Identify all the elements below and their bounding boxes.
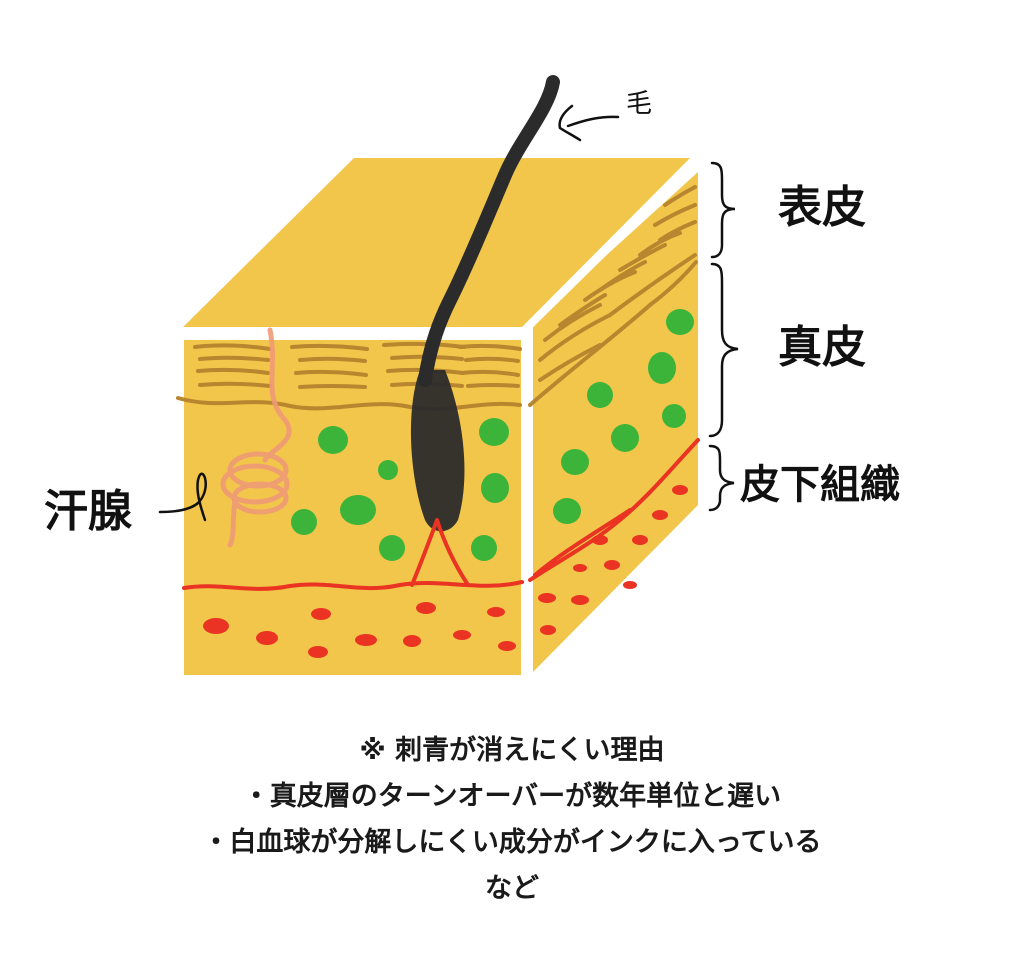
layer-brackets — [708, 161, 739, 512]
notes-item-2: ・白血球が分解しにくい成分がインクに入っている — [202, 827, 822, 858]
epidermis-fibers-side — [528, 185, 698, 407]
label-subcutaneous: 皮下組織 — [740, 462, 900, 508]
label-epidermis: 表皮 — [778, 182, 866, 233]
label-hair: 毛 — [626, 89, 652, 119]
sweat-gland-pointer — [158, 472, 207, 522]
subcutaneous-fat-dots — [203, 485, 688, 658]
cube-top-face — [183, 158, 690, 327]
sweat-gland — [220, 327, 292, 548]
dermis-cells — [291, 309, 694, 561]
notes-footer: など — [485, 873, 539, 904]
blood-vessel-lines — [182, 438, 700, 591]
hair — [410, 75, 560, 587]
notes-title: ※ 刺青が消えにくい理由 — [359, 735, 665, 766]
label-sweat-gland: 汗腺 — [44, 486, 133, 537]
label-dermis: 真皮 — [778, 322, 866, 373]
notes-block: ※ 刺青が消えにくい理由 ・真皮層のターンオーバーが数年単位と遅い ・白血球が分… — [0, 728, 1024, 912]
epidermis-fibers — [176, 341, 522, 411]
hair-pointer-arrow — [558, 104, 620, 142]
notes-item-1: ・真皮層のターンオーバーが数年単位と遅い — [242, 781, 782, 812]
